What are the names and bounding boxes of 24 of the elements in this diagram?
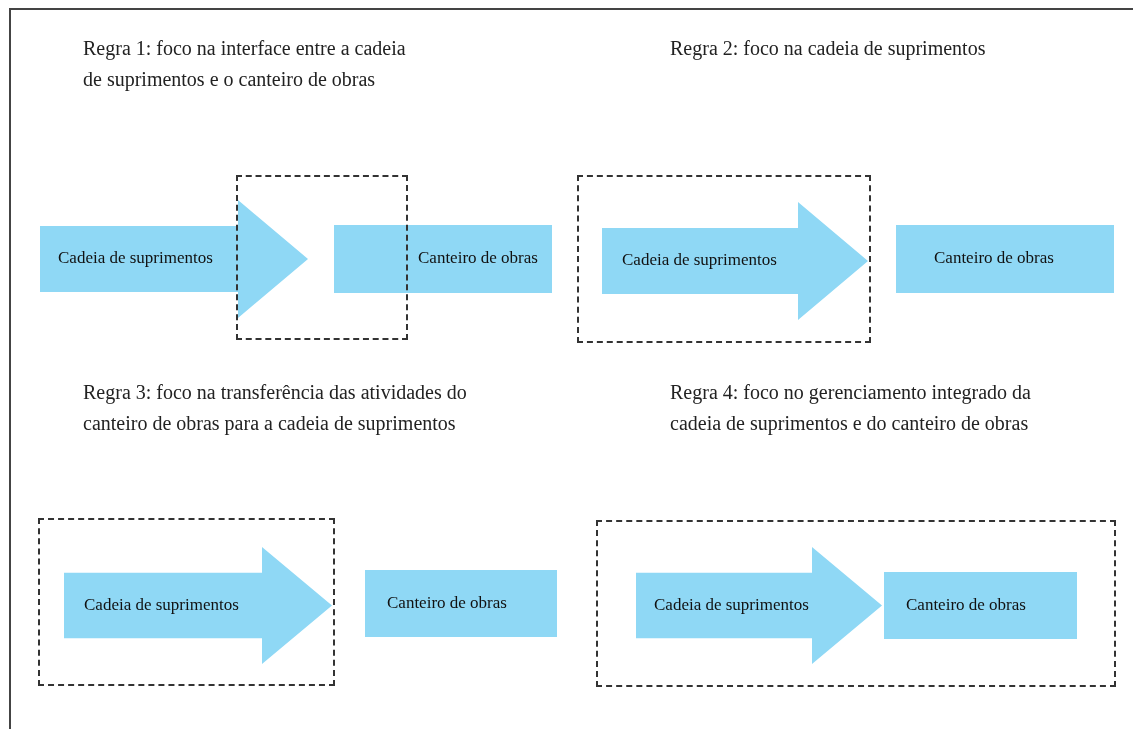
dashed-box (577, 175, 871, 343)
arrow-shape (602, 202, 868, 320)
node-label: Canteiro de obras (387, 592, 507, 613)
node-label: Canteiro de obras (906, 594, 1026, 615)
node-label: Canteiro de obras (934, 248, 1054, 268)
rule-heading: Regra 2: foco na cadeia de suprimentos (670, 36, 987, 62)
rule-heading: Regra 3: foco na transferência das atividades do canteiro de obras para a cadeia de suprimentos (83, 380, 468, 437)
rule-heading: Regra 1: foco na interface entre a cadeia de suprimentos e o canteiro de obras (83, 36, 407, 93)
arrow-shape (636, 547, 882, 664)
dashed-box (236, 175, 408, 340)
process-box (884, 572, 1077, 639)
rule-heading: Regra 4: foco no gerenciamento integrado da cadeia de suprimentos e do canteiro de obras (670, 380, 1032, 437)
arrow-shape (40, 200, 308, 318)
node-label: Cadeia de suprimentos (58, 248, 213, 268)
process-box (334, 225, 552, 293)
node-label: Canteiro de obras (418, 248, 538, 268)
node-label: Cadeia de suprimentos (622, 250, 777, 270)
process-box (365, 570, 557, 637)
dashed-box (38, 518, 335, 686)
node-label: Cadeia de suprimentos (654, 594, 809, 615)
arrow-shape (64, 547, 332, 664)
process-box (896, 225, 1114, 293)
dashed-box (596, 520, 1116, 687)
node-label: Cadeia de suprimentos (84, 594, 239, 615)
